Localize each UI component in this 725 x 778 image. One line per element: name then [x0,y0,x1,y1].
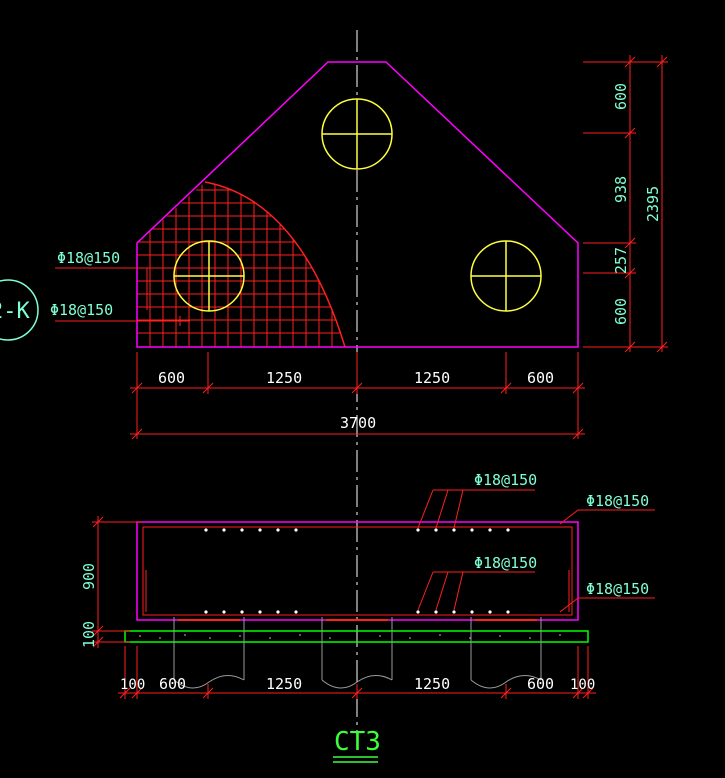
plan-rebar-label-1: Φ18@150 [57,249,120,267]
elevation-rebar-label-top-mid: Φ18@150 [474,471,537,489]
plan-dim-bottom-total: 3700 [340,414,376,432]
elevation-dim-bottom-2: 600 [159,675,186,693]
plan-rebar-leaders [55,267,190,326]
elevation-rebar-label-bottom-right: Φ18@150 [586,580,649,598]
elevation-dim-height: 900 [80,563,98,590]
pile-left [173,240,245,312]
elevation-dim-bottom-6: 100 [570,677,595,693]
plan-dim-bottom-3: 1250 [414,369,450,387]
elevation-dim-bottom-5: 600 [527,675,554,693]
pile-cap-outline [136,61,579,348]
section-reference-bubble [0,279,39,341]
elevation-left-dimension-lines [92,516,142,648]
elevation-rebar-leaders [417,489,655,613]
section-reference-label: 2-K [0,299,30,324]
cushion-hatch [139,634,561,639]
elevation-rebar-label-top-right: Φ18@150 [586,492,649,510]
plan-dim-right-4: 600 [612,298,630,325]
plan-dim-right-1: 600 [612,83,630,110]
rebar-region-boundary [204,181,346,348]
elevation-dim-bottom-3: 1250 [266,675,302,693]
plan-dim-bottom-1: 600 [158,369,185,387]
elevation-dim-bottom-4: 1250 [414,675,450,693]
drawing-title: CT3 [334,727,381,757]
elevation-piles [173,617,542,689]
pile-top [321,98,393,170]
plan-dim-right-2: 938 [612,176,630,203]
elevation-dim-cushion: 100 [80,621,98,648]
plan-dim-bottom-4: 600 [527,369,554,387]
elevation-rebar-dots-top [204,528,510,532]
plan-bottom-dimension-lines [130,352,585,440]
plan-rebar-label-2: Φ18@150 [50,301,113,319]
elevation-bottom-dimension-lines [118,646,596,699]
elevation-rebar-dots-bottom [204,610,510,614]
elevation-cushion-layer [124,630,589,643]
pile-right [470,240,542,312]
plan-dim-bottom-2: 1250 [266,369,302,387]
plan-dim-right-3: 257 [612,247,630,274]
elevation-dim-bottom-1: 100 [120,677,145,693]
elevation-rebar-label-bottom-mid: Φ18@150 [474,554,537,572]
plan-dim-right-total: 2395 [644,186,662,222]
plan-right-dimension-lines [583,55,668,353]
